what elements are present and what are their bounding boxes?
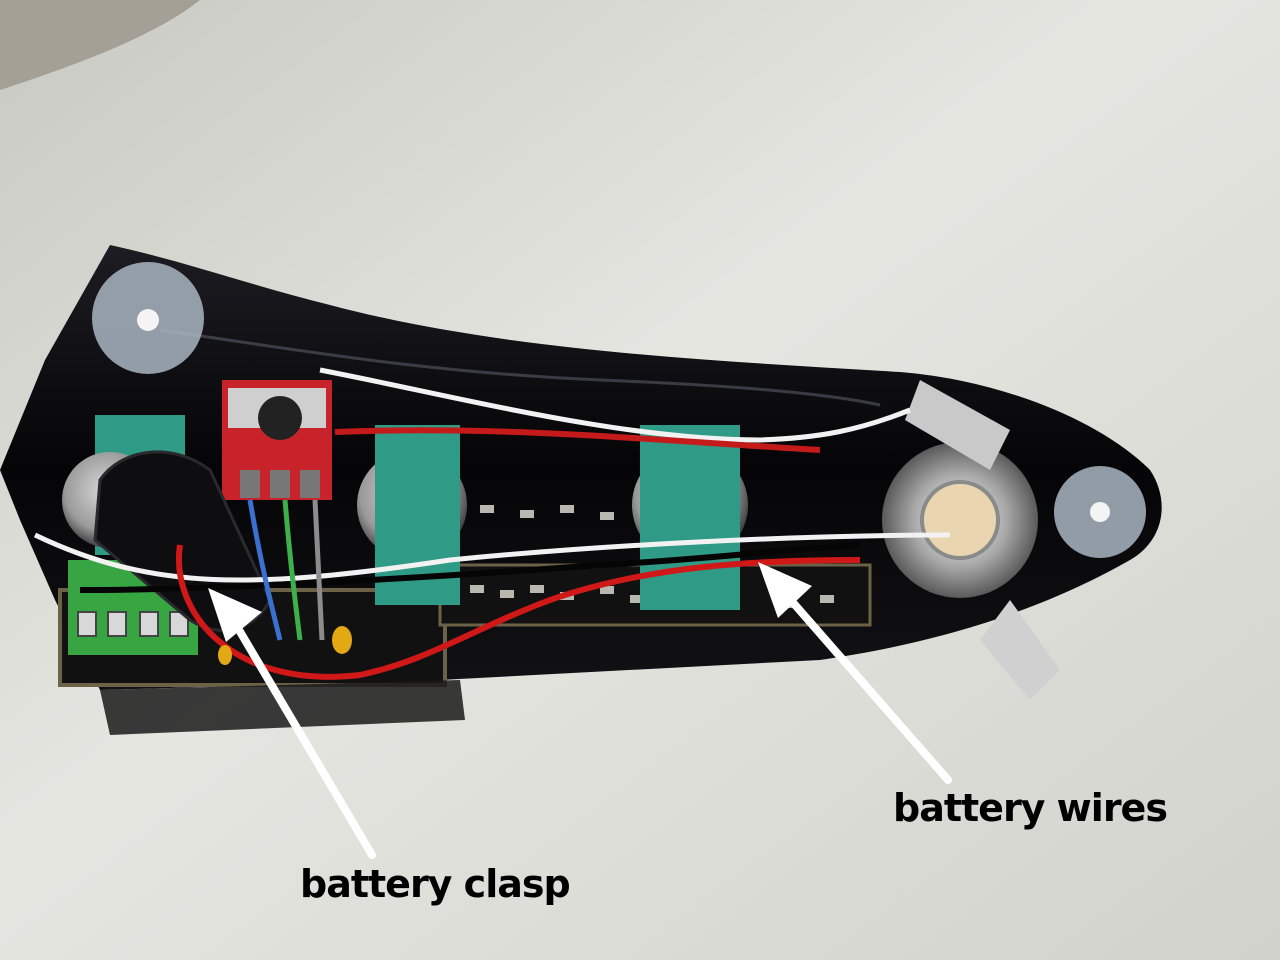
wire-blue xyxy=(247,499,283,641)
wire-gray xyxy=(312,499,325,641)
wire-white-1 xyxy=(319,367,911,443)
terminal-screws xyxy=(77,611,189,637)
background-shadow-corner xyxy=(0,0,200,90)
toggle-switch xyxy=(222,380,332,500)
wire-black xyxy=(79,542,861,593)
plate-reflection xyxy=(159,328,881,407)
battery-clasp-label: battery clasp xyxy=(300,862,571,906)
potentiometer-3 xyxy=(632,425,748,610)
mount-hole-left xyxy=(137,309,159,331)
output-jack xyxy=(882,380,1060,700)
capacitor-yellow xyxy=(332,626,352,654)
wire-white-2 xyxy=(33,532,951,583)
arrow-to-clasp-icon xyxy=(208,588,376,859)
battery-wires-label: battery wires xyxy=(893,786,1168,830)
arrow-to-wires-icon xyxy=(758,562,952,784)
wire-green xyxy=(282,499,303,641)
wire-red-top xyxy=(334,427,821,453)
capacitor-small xyxy=(218,645,232,665)
mount-hole-right xyxy=(1090,502,1110,522)
wire-red-battery xyxy=(175,544,861,680)
